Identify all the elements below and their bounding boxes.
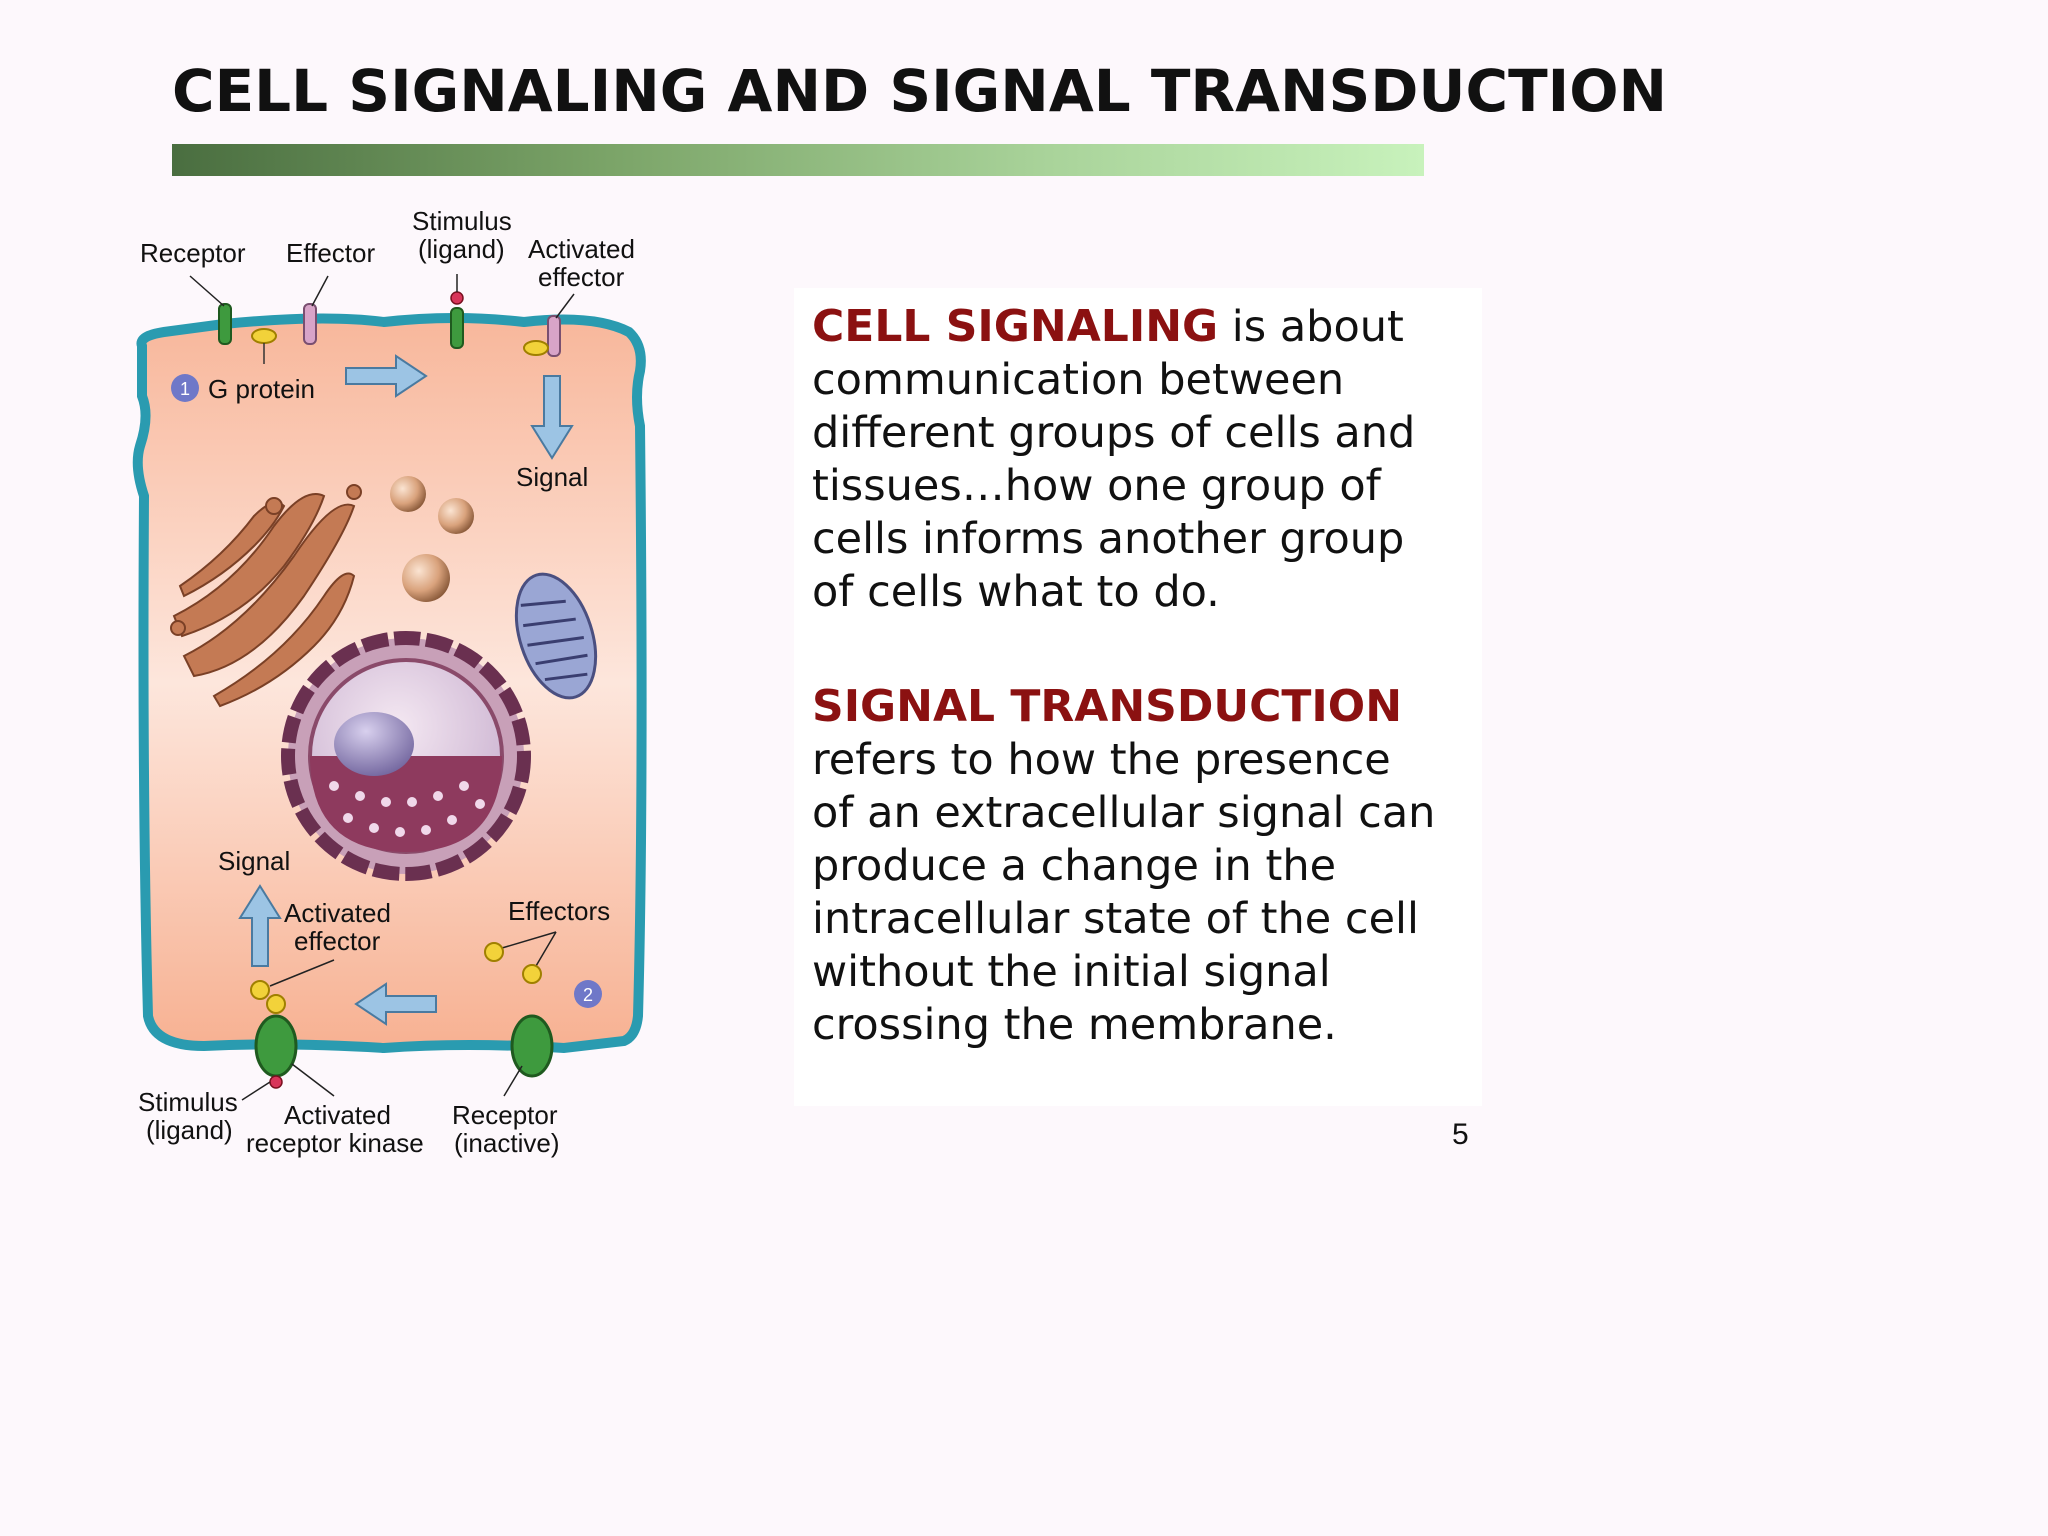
label-activated-receptor-kinase-2: receptor kinase (246, 1128, 424, 1158)
label-stimulus-top-2: (ligand) (418, 234, 505, 264)
label-activated-effector-top-2: effector (538, 262, 625, 292)
slide-number: 5 (1452, 1118, 1469, 1151)
step-2-badge-icon (574, 980, 602, 1008)
activated-effector-top-icon (547, 315, 561, 357)
label-receptor-inactive-2: (inactive) (454, 1128, 559, 1158)
receptor-inactive-icon (510, 1014, 554, 1078)
vesicle-icon (390, 476, 426, 512)
step-1-number: 1 (180, 379, 190, 399)
vesicle-icon (402, 554, 450, 602)
signal-transduction-keyword: SIGNAL TRANSDUCTION (812, 681, 1403, 732)
signal-transduction-paragraph: SIGNAL TRANSDUCTION refers to how the pr… (812, 680, 1472, 1052)
mitochondrion-icon (514, 572, 598, 700)
label-signal-right: Signal (516, 462, 588, 492)
step-2-number: 2 (583, 985, 593, 1005)
label-receptor-inactive-1: Receptor (452, 1100, 558, 1130)
arrow-down-icon (530, 375, 574, 460)
label-effector-top: Effector (286, 238, 375, 268)
cell-signaling-keyword: CELL SIGNALING (812, 301, 1219, 352)
g-protein-icon (251, 328, 277, 344)
title-underline-bar (172, 144, 1424, 176)
golgi-apparatus-icon (170, 484, 362, 708)
label-activated-effector-bottom-2: effector (294, 926, 381, 956)
stimulus-receptor-icon (450, 307, 464, 349)
cell-signaling-body: is about communication between different… (812, 302, 1416, 617)
ligand-top-icon (450, 291, 464, 305)
vesicle-icon (438, 498, 474, 534)
label-activated-effector-top-1: Activated (528, 234, 635, 264)
arrow-right-icon (345, 354, 428, 398)
signal-transduction-body: refers to how the presence of an extrace… (812, 735, 1436, 1050)
ligand-bottom-icon (269, 1075, 283, 1089)
nucleus-icon (281, 631, 531, 881)
step-1-badge-icon (171, 374, 199, 402)
nucleolus-icon (334, 712, 414, 776)
effector-icon (484, 942, 504, 962)
label-signal-left: Signal (218, 846, 290, 876)
slide-title: CELL SIGNALING AND SIGNAL TRANSDUCTION (172, 57, 1668, 125)
label-activated-receptor-kinase-1: Activated (284, 1100, 391, 1130)
definitions-panel: CELL SIGNALING is about communication be… (794, 288, 1482, 1106)
cell-signaling-paragraph: CELL SIGNALING is about communication be… (812, 300, 1472, 619)
arrow-up-icon (238, 884, 282, 967)
label-effectors: Effectors (508, 896, 610, 926)
label-activated-effector-bottom-1: Activated (284, 898, 391, 928)
effector-icon (522, 964, 542, 984)
receptor-top-icon (218, 303, 232, 345)
label-receptor-top: Receptor (140, 238, 246, 268)
arrow-left-icon (354, 982, 437, 1026)
label-stimulus-bottom-1: Stimulus (138, 1087, 238, 1117)
cell-signaling-diagram: Receptor Effector Stimulus (ligand) Acti… (132, 206, 647, 1158)
effector-top-icon (303, 303, 317, 345)
activated-receptor-kinase-icon (254, 1014, 298, 1078)
label-stimulus-top-1: Stimulus (412, 206, 512, 236)
label-stimulus-bottom-2: (ligand) (146, 1115, 233, 1145)
label-g-protein: G protein (208, 374, 315, 404)
